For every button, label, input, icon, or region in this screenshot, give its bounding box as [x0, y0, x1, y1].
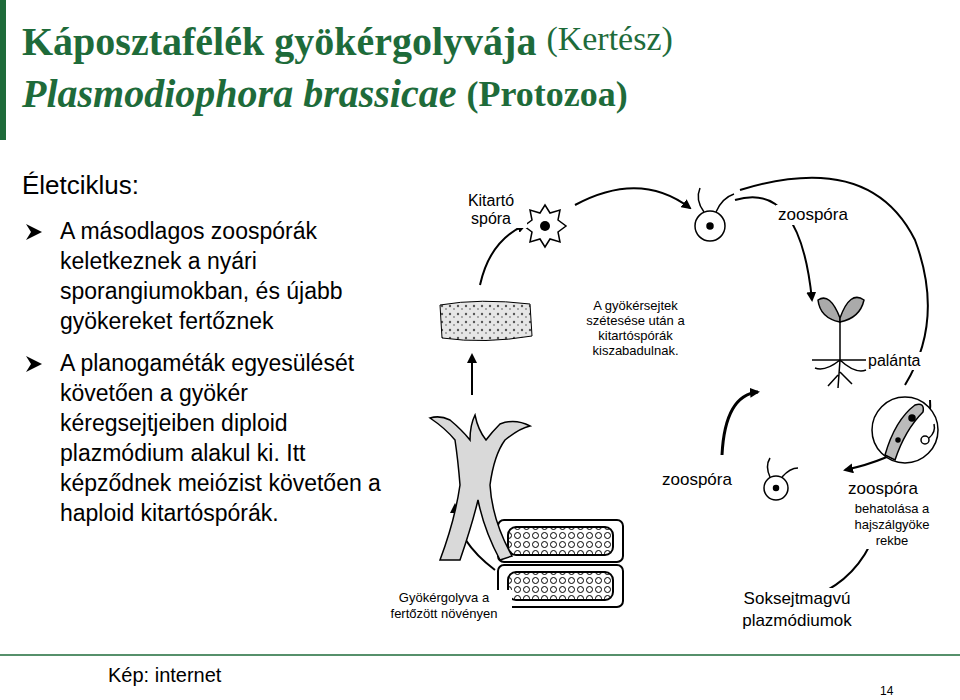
zoospore: [764, 458, 798, 500]
stage-note: A gyökérsejtek szétesése után a kitartós…: [566, 298, 705, 358]
bullet-symbols: [26, 224, 42, 372]
root-hair-infection: [872, 397, 938, 463]
footer-rule: [0, 654, 960, 656]
stage-label: Soksejtmagvú plazmódiumok: [720, 588, 874, 632]
soil-with-spores: [440, 301, 532, 340]
plasmodium-cells: [498, 520, 623, 607]
stage-label: zoospóra: [846, 479, 920, 499]
accent-bar: [0, 0, 6, 140]
resting-spore: [524, 205, 566, 247]
page-number: 14: [880, 684, 893, 698]
bullet-text: A másodlagos zoospórák keletkeznek a nyá…: [60, 216, 405, 336]
zoospore: [695, 188, 734, 241]
species-name: Plasmodiophora brassicae: [22, 70, 456, 117]
stage-label: zoospóra: [776, 205, 850, 225]
stage-label: zoospóra: [660, 470, 734, 490]
seedling: [812, 297, 870, 388]
stage-note: Gyökérgolyva a fertőzött növényen: [376, 590, 512, 622]
title-note: (Kertész): [546, 20, 672, 58]
section-heading: Életciklus:: [22, 170, 139, 201]
bullet-text: A planogaméták egyesülését követően a gy…: [60, 348, 405, 528]
image-credit: Kép: internet: [108, 664, 221, 687]
stage-label: palánta: [866, 352, 923, 370]
taxon-note: (Protozoa): [466, 73, 627, 115]
clubroot-gall: [430, 415, 530, 560]
stage-note: behatolása a hajszálgyöke rekbe: [840, 501, 944, 549]
stage-label: Kitartó spóra: [455, 192, 527, 228]
slide-title: Káposztafélék gyökérgolyvája: [22, 18, 536, 65]
